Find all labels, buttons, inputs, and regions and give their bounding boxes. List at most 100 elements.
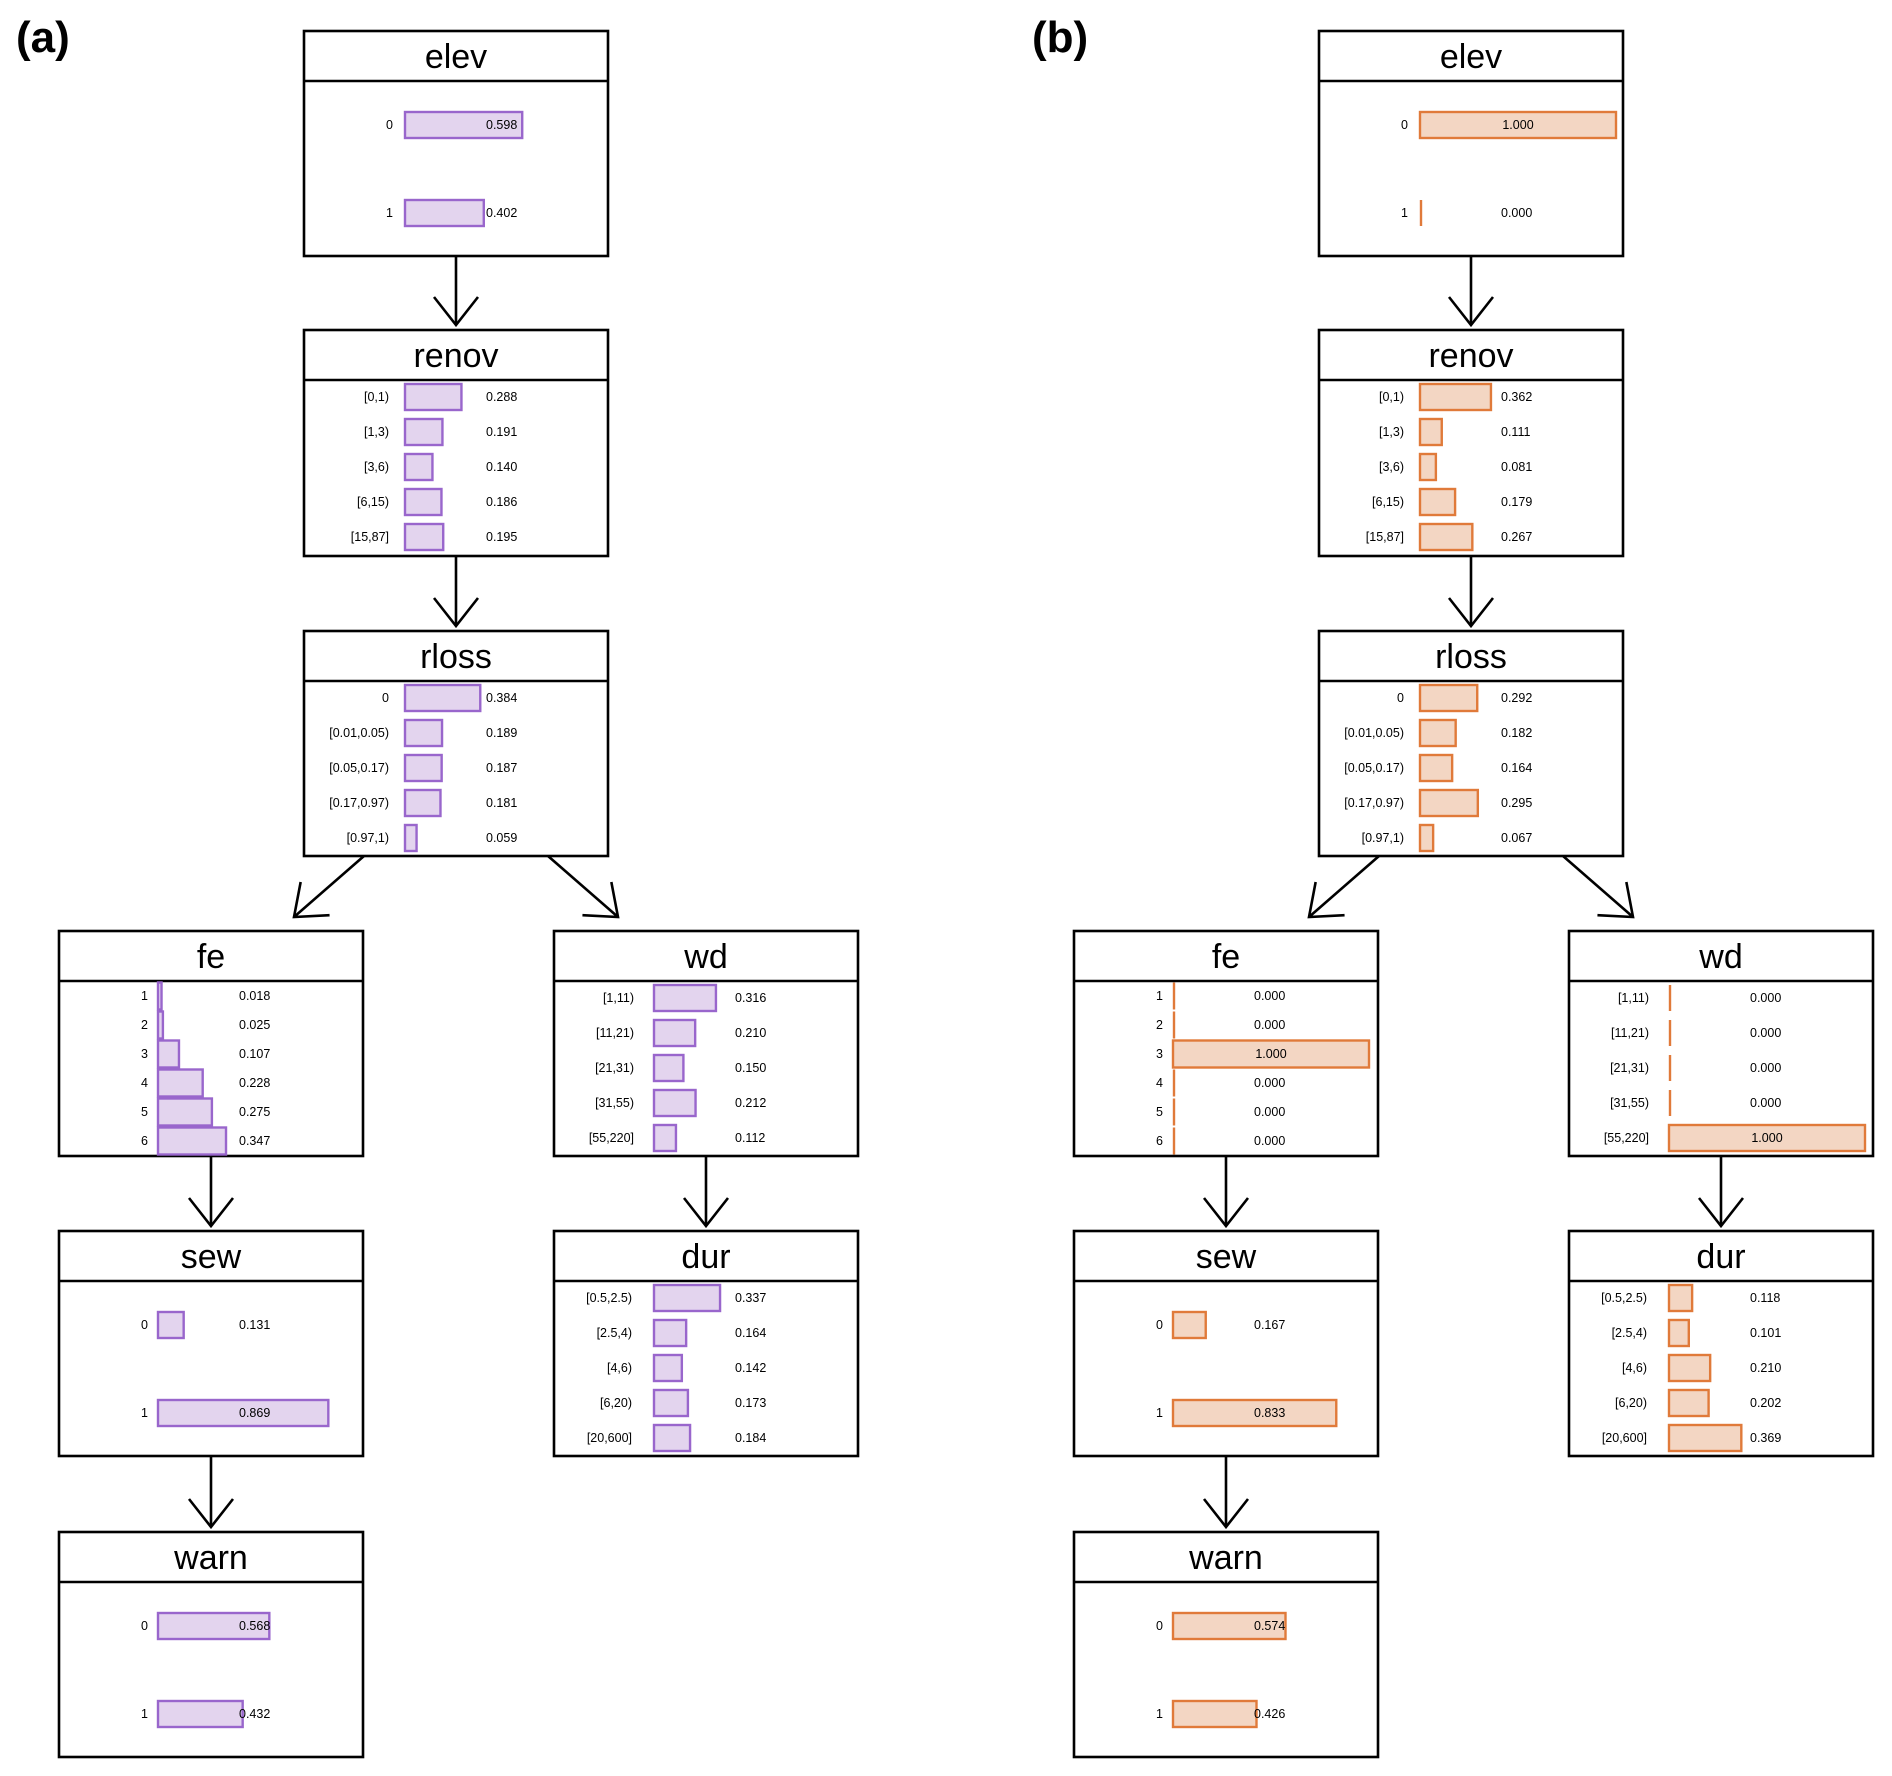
probability-value: 0.173 — [735, 1396, 766, 1410]
probability-value: 0.212 — [735, 1096, 766, 1110]
probability-bar — [1171, 1398, 1338, 1428]
probability-bar — [1667, 1318, 1690, 1348]
probability-value: 0.164 — [1501, 761, 1532, 775]
edge-line — [1308, 855, 1380, 918]
state-label: 3 — [141, 1047, 148, 1061]
node-title: warn — [1188, 1539, 1263, 1577]
probability-value: 0.869 — [239, 1406, 270, 1420]
state-label: 3 — [1156, 1047, 1163, 1061]
probability-bar — [1418, 452, 1438, 482]
probability-bar — [156, 1126, 228, 1156]
probability-value: 0.182 — [1501, 726, 1532, 740]
state-label: 1 — [141, 1707, 148, 1721]
probability-bar — [156, 1097, 214, 1127]
node-box — [1567, 1229, 1875, 1458]
node-box — [1317, 328, 1625, 558]
probability-value: 0.384 — [486, 691, 517, 705]
state-label: [15,87] — [351, 530, 389, 544]
probability-bar — [652, 1388, 690, 1418]
state-label: [6,15) — [357, 495, 389, 509]
state-label: [1,11) — [603, 991, 634, 1005]
edge-line — [547, 855, 619, 918]
node-title: sew — [181, 1238, 242, 1276]
probability-bar — [403, 753, 443, 783]
probability-bar — [156, 1611, 271, 1641]
probability-bar — [403, 382, 463, 412]
probability-value: 0.167 — [1254, 1318, 1285, 1332]
edges — [1202, 256, 1745, 1530]
state-label: 2 — [1156, 1018, 1163, 1032]
probability-bar — [403, 452, 434, 482]
state-label: [1,11) — [1618, 991, 1649, 1005]
probability-value: 0.275 — [239, 1105, 270, 1119]
state-label: 0 — [141, 1318, 148, 1332]
probability-value: 0.426 — [1254, 1707, 1285, 1721]
edge-line — [293, 855, 365, 918]
probability-bar — [156, 981, 163, 1011]
probability-value: 0.347 — [239, 1134, 270, 1148]
arrow-head — [1597, 881, 1635, 919]
probability-value: 0.000 — [1254, 989, 1285, 1003]
probability-value: 1.000 — [1255, 1047, 1286, 1061]
probability-bar — [403, 788, 442, 818]
state-label: [55,220] — [589, 1131, 634, 1145]
panel-label: (a) — [16, 13, 70, 62]
probability-bar — [1418, 487, 1457, 517]
probability-bar — [1418, 110, 1618, 140]
probability-bar — [1667, 1283, 1694, 1313]
probability-value: 0.362 — [1501, 390, 1532, 404]
state-label: 0 — [1397, 691, 1404, 705]
state-label: [0.17,0.97) — [1344, 796, 1404, 810]
state-label: 0 — [1156, 1619, 1163, 1633]
probability-value: 0.059 — [486, 831, 517, 845]
node-dur: dur[0.5,2.5)0.337[2.5,4)0.164[4,6)0.142[… — [552, 1229, 860, 1458]
probability-value: 0.316 — [735, 991, 766, 1005]
node-box — [1317, 629, 1625, 858]
probability-value: 0.000 — [1254, 1018, 1285, 1032]
probability-value: 0.000 — [1750, 1096, 1781, 1110]
state-label: [20,600] — [587, 1431, 632, 1445]
state-label: 0 — [141, 1619, 148, 1633]
edge-line — [1562, 855, 1634, 918]
probability-value: 0.189 — [486, 726, 517, 740]
state-label: 1 — [386, 206, 393, 220]
state-label: 1 — [1401, 206, 1408, 220]
probability-value: 0.118 — [1750, 1291, 1780, 1305]
probability-value: 0.295 — [1501, 796, 1532, 810]
probability-bar — [403, 110, 524, 140]
probability-bar — [1418, 683, 1479, 713]
state-label: [0.97,1) — [347, 831, 389, 845]
probability-value: 0.025 — [239, 1018, 270, 1032]
state-label: 6 — [141, 1134, 148, 1148]
arrow-head — [1447, 597, 1495, 629]
probability-value: 0.568 — [239, 1619, 270, 1633]
arrow-head — [187, 1197, 235, 1229]
node-wd: wd[1,11)0.316[11,21)0.210[21,31)0.150[31… — [552, 929, 860, 1158]
probability-bar — [652, 1123, 678, 1153]
state-label: 2 — [141, 1018, 148, 1032]
probability-bar — [1418, 753, 1454, 783]
node-title: dur — [681, 1238, 730, 1276]
probability-bar — [1667, 1388, 1710, 1418]
probability-bar — [1171, 1039, 1371, 1069]
node-box — [552, 1229, 860, 1458]
state-label: 4 — [1156, 1076, 1163, 1090]
probability-value: 0.112 — [735, 1131, 765, 1145]
probability-bar — [156, 1310, 185, 1340]
probability-bar — [1667, 1123, 1867, 1153]
node-wd: wd[1,11)0.000[11,21)0.000[21,31)0.000[31… — [1567, 929, 1875, 1158]
probability-value: 0.195 — [486, 530, 517, 544]
state-label: [1,3) — [1379, 425, 1404, 439]
node-title: sew — [1196, 1238, 1257, 1276]
state-label: [4,6) — [607, 1361, 632, 1375]
node-title: rloss — [420, 638, 492, 676]
node-title: dur — [1696, 1238, 1745, 1276]
probability-value: 1.000 — [1502, 118, 1533, 132]
node-box — [302, 629, 610, 858]
